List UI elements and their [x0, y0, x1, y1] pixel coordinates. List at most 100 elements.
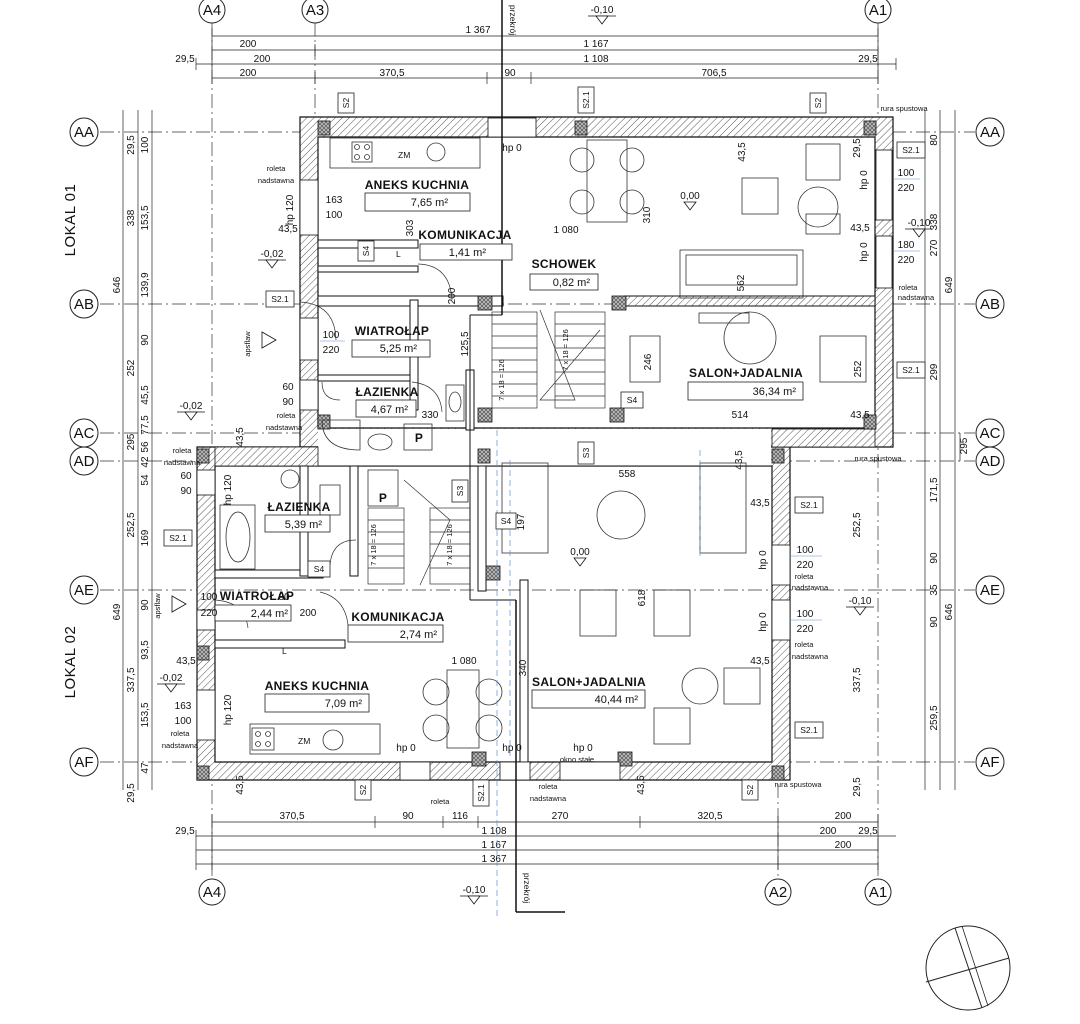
svg-text:ANEKS KUCHNIA: ANEKS KUCHNIA: [365, 178, 470, 192]
svg-text:-0,10: -0,10: [591, 5, 614, 16]
svg-text:370,5: 370,5: [279, 811, 304, 822]
axis-marker: AB: [975, 289, 1005, 319]
svg-text:252,5: 252,5: [126, 512, 137, 537]
svg-text:hp 0: hp 0: [758, 550, 769, 570]
svg-text:100: 100: [326, 210, 343, 221]
svg-text:153,5: 153,5: [140, 205, 151, 230]
section-label-top: przekrój: [508, 5, 518, 35]
svg-text:337,5: 337,5: [126, 667, 137, 692]
room-salon-jadalnia-02: SALON+JADALNIA 40,44 m²: [531, 675, 646, 709]
svg-text:nadstawna: nadstawna: [898, 293, 935, 302]
level-marker: -0,10: [460, 885, 488, 905]
svg-text:rura spustowa: rura spustowa: [774, 780, 822, 789]
svg-text:2,44 m²: 2,44 m²: [251, 608, 289, 620]
svg-text:200: 200: [300, 608, 317, 619]
svg-text:220: 220: [898, 183, 915, 194]
entrance-arrows: [171, 331, 277, 613]
svg-text:S2: S2: [341, 98, 351, 109]
svg-text:562: 562: [736, 274, 747, 291]
svg-text:43,5: 43,5: [235, 775, 246, 795]
svg-text:220: 220: [201, 608, 218, 619]
svg-text:7 x 18 = 126: 7 x 18 = 126: [497, 359, 506, 401]
lokal-01-label: LOKAL 01: [62, 184, 79, 257]
svg-text:1,41 m²: 1,41 m²: [449, 247, 487, 259]
svg-text:90: 90: [140, 599, 151, 611]
svg-text:100: 100: [323, 330, 340, 341]
svg-text:80: 80: [929, 134, 940, 146]
svg-text:36,34 m²: 36,34 m²: [753, 386, 797, 398]
svg-text:AE: AE: [980, 582, 1000, 599]
svg-text:4,67 m²: 4,67 m²: [371, 404, 409, 416]
axis-marker: AB: [69, 289, 99, 319]
level-marker: -0,02: [258, 249, 286, 269]
svg-text:93,5: 93,5: [140, 640, 151, 660]
svg-text:hp 0: hp 0: [396, 743, 416, 754]
svg-text:apsflaw: apsflaw: [243, 331, 252, 357]
level-marker: -0,02: [157, 673, 185, 693]
svg-text:nadstawna: nadstawna: [164, 458, 201, 467]
svg-text:AB: AB: [74, 296, 94, 313]
svg-text:0,00: 0,00: [570, 547, 590, 558]
svg-text:1 367: 1 367: [465, 25, 490, 36]
svg-text:295: 295: [126, 433, 137, 450]
svg-text:S2: S2: [813, 98, 823, 109]
svg-text:77,5: 77,5: [140, 415, 151, 435]
svg-text:43,5: 43,5: [750, 498, 770, 509]
svg-text:WIATROŁAP: WIATROŁAP: [355, 324, 429, 338]
svg-text:100: 100: [797, 545, 814, 556]
svg-text:S4: S4: [627, 395, 638, 405]
svg-text:5,39 m²: 5,39 m²: [285, 519, 323, 531]
svg-text:5,25 m²: 5,25 m²: [380, 343, 418, 355]
svg-text:7 x 18 = 126: 7 x 18 = 126: [445, 524, 454, 566]
svg-text:roleta: roleta: [795, 640, 815, 649]
svg-text:rura spustowa: rura spustowa: [854, 454, 902, 463]
svg-text:337,5: 337,5: [852, 667, 863, 692]
svg-text:AF: AF: [74, 754, 93, 771]
svg-text:180: 180: [898, 240, 915, 251]
windows: [196, 117, 893, 781]
svg-text:252: 252: [126, 359, 137, 376]
svg-text:330: 330: [422, 410, 439, 421]
svg-text:S2.1: S2.1: [476, 784, 486, 802]
axis-marker: A1: [864, 878, 892, 906]
guide-lines: [496, 430, 701, 920]
svg-text:163: 163: [175, 701, 192, 712]
svg-text:706,5: 706,5: [701, 68, 726, 79]
svg-text:200: 200: [835, 840, 852, 851]
svg-text:35: 35: [929, 584, 940, 596]
svg-text:L: L: [396, 249, 401, 259]
svg-text:SCHOWEK: SCHOWEK: [532, 257, 597, 271]
svg-text:7,09 m²: 7,09 m²: [325, 698, 363, 710]
svg-text:nadstawna: nadstawna: [792, 583, 829, 592]
svg-text:A1: A1: [869, 2, 887, 19]
axis-markers-top: A4 A3 A1: [198, 0, 892, 24]
svg-text:S4: S4: [501, 516, 512, 526]
tag-s2: S2: [354, 779, 372, 801]
svg-text:100: 100: [175, 716, 192, 727]
svg-text:SALON+JADALNIA: SALON+JADALNIA: [689, 366, 803, 380]
tag-s21: S2.1: [794, 496, 824, 514]
tag-s4: S4: [495, 512, 517, 530]
tag-s4: S4: [620, 391, 644, 409]
svg-text:-0,10: -0,10: [908, 218, 931, 229]
svg-text:roleta: roleta: [277, 411, 297, 420]
svg-text:303: 303: [405, 219, 416, 236]
tag-s2: S2: [741, 779, 759, 801]
svg-text:roleta: roleta: [539, 782, 559, 791]
tag-s21: S2.1: [472, 779, 490, 807]
svg-text:252: 252: [853, 360, 864, 377]
axis-marker: AF: [975, 747, 1005, 777]
svg-text:246: 246: [643, 353, 654, 370]
svg-text:S2.1: S2.1: [800, 725, 818, 735]
svg-text:ŁAZIENKA: ŁAZIENKA: [355, 385, 418, 399]
svg-text:220: 220: [898, 255, 915, 266]
dimension-chains-side: [122, 110, 961, 790]
tag-s3: S3: [451, 479, 469, 503]
room-labels: ANEKS KUCHNIA 7,65 m² KOMUNIKACJA 1,41 m…: [214, 178, 804, 713]
axis-marker: AC: [975, 418, 1005, 448]
svg-text:-0,02: -0,02: [180, 401, 203, 412]
svg-text:43,5: 43,5: [636, 775, 647, 795]
svg-text:S3: S3: [581, 448, 591, 459]
svg-text:S2: S2: [358, 785, 368, 796]
